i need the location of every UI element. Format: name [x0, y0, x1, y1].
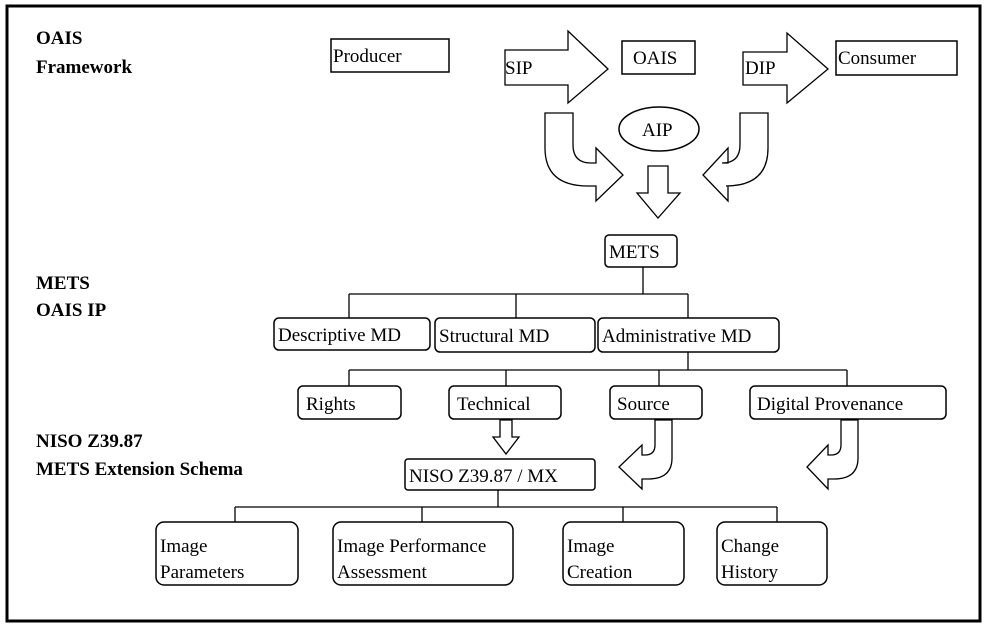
image-performance-box	[332, 521, 514, 586]
niso-schema-box	[404, 458, 596, 491]
mets-label: METS	[609, 242, 660, 263]
aip-label: AIP	[642, 120, 673, 141]
structural-md-box	[434, 317, 596, 353]
rights-label: Rights	[306, 394, 356, 415]
change-history-box	[716, 521, 828, 586]
source-curved-arrow	[618, 419, 673, 491]
right-curved-arrow	[702, 112, 769, 203]
sip-label: SIP	[505, 58, 532, 79]
change-history-line2: History	[721, 562, 779, 583]
image-performance-line1: Image Performance	[337, 536, 486, 557]
source-box	[609, 385, 703, 420]
side-label-mets: METS	[36, 273, 90, 294]
source-label: Source	[617, 394, 670, 415]
niso-schema-label: NISO Z39.87 / MX	[409, 466, 558, 487]
technical-box	[448, 385, 562, 420]
change-history-line1: Change	[721, 536, 779, 557]
rights-box	[297, 385, 402, 420]
side-label-framework: Framework	[36, 57, 132, 78]
oais-box	[621, 40, 696, 75]
side-label-oais-ip: OAIS IP	[36, 300, 107, 321]
image-creation-line1: Image	[567, 536, 614, 557]
image-parameters-box	[155, 521, 299, 586]
oais-label: OAIS	[633, 48, 677, 69]
mets-box	[604, 234, 678, 268]
technical-label: Technical	[457, 394, 531, 415]
technical-down-arrow	[491, 419, 521, 456]
structural-md-label: Structural MD	[439, 326, 549, 347]
dip-arrow	[742, 31, 830, 105]
image-creation-line2: Creation	[567, 562, 633, 583]
side-label-oais: OAIS	[36, 28, 82, 49]
consumer-label: Consumer	[838, 48, 917, 69]
provenance-curved-arrow	[806, 419, 859, 491]
consumer-box	[835, 40, 958, 76]
digital-provenance-box	[749, 385, 947, 420]
aip-ellipse	[618, 106, 700, 152]
image-performance-line2: Assessment	[337, 562, 427, 583]
administrative-md-label: Administrative MD	[602, 326, 751, 347]
side-label-extension-schema: METS Extension Schema	[36, 459, 243, 480]
side-label-niso: NISO Z39.87	[36, 431, 143, 452]
left-curved-arrow	[544, 112, 624, 203]
image-parameters-line2: Parameters	[160, 562, 244, 583]
outer-frame	[5, 4, 982, 623]
producer-label: Producer	[333, 46, 402, 67]
image-creation-box	[562, 521, 685, 586]
descriptive-md-label: Descriptive MD	[278, 325, 401, 346]
dip-label: DIP	[745, 58, 776, 79]
sip-arrow	[504, 29, 609, 105]
producer-box	[330, 38, 450, 73]
descriptive-md-box	[273, 317, 431, 351]
image-parameters-line1: Image	[160, 536, 207, 557]
digital-provenance-label: Digital Provenance	[757, 394, 903, 415]
down-arrow-to-mets	[635, 165, 682, 219]
